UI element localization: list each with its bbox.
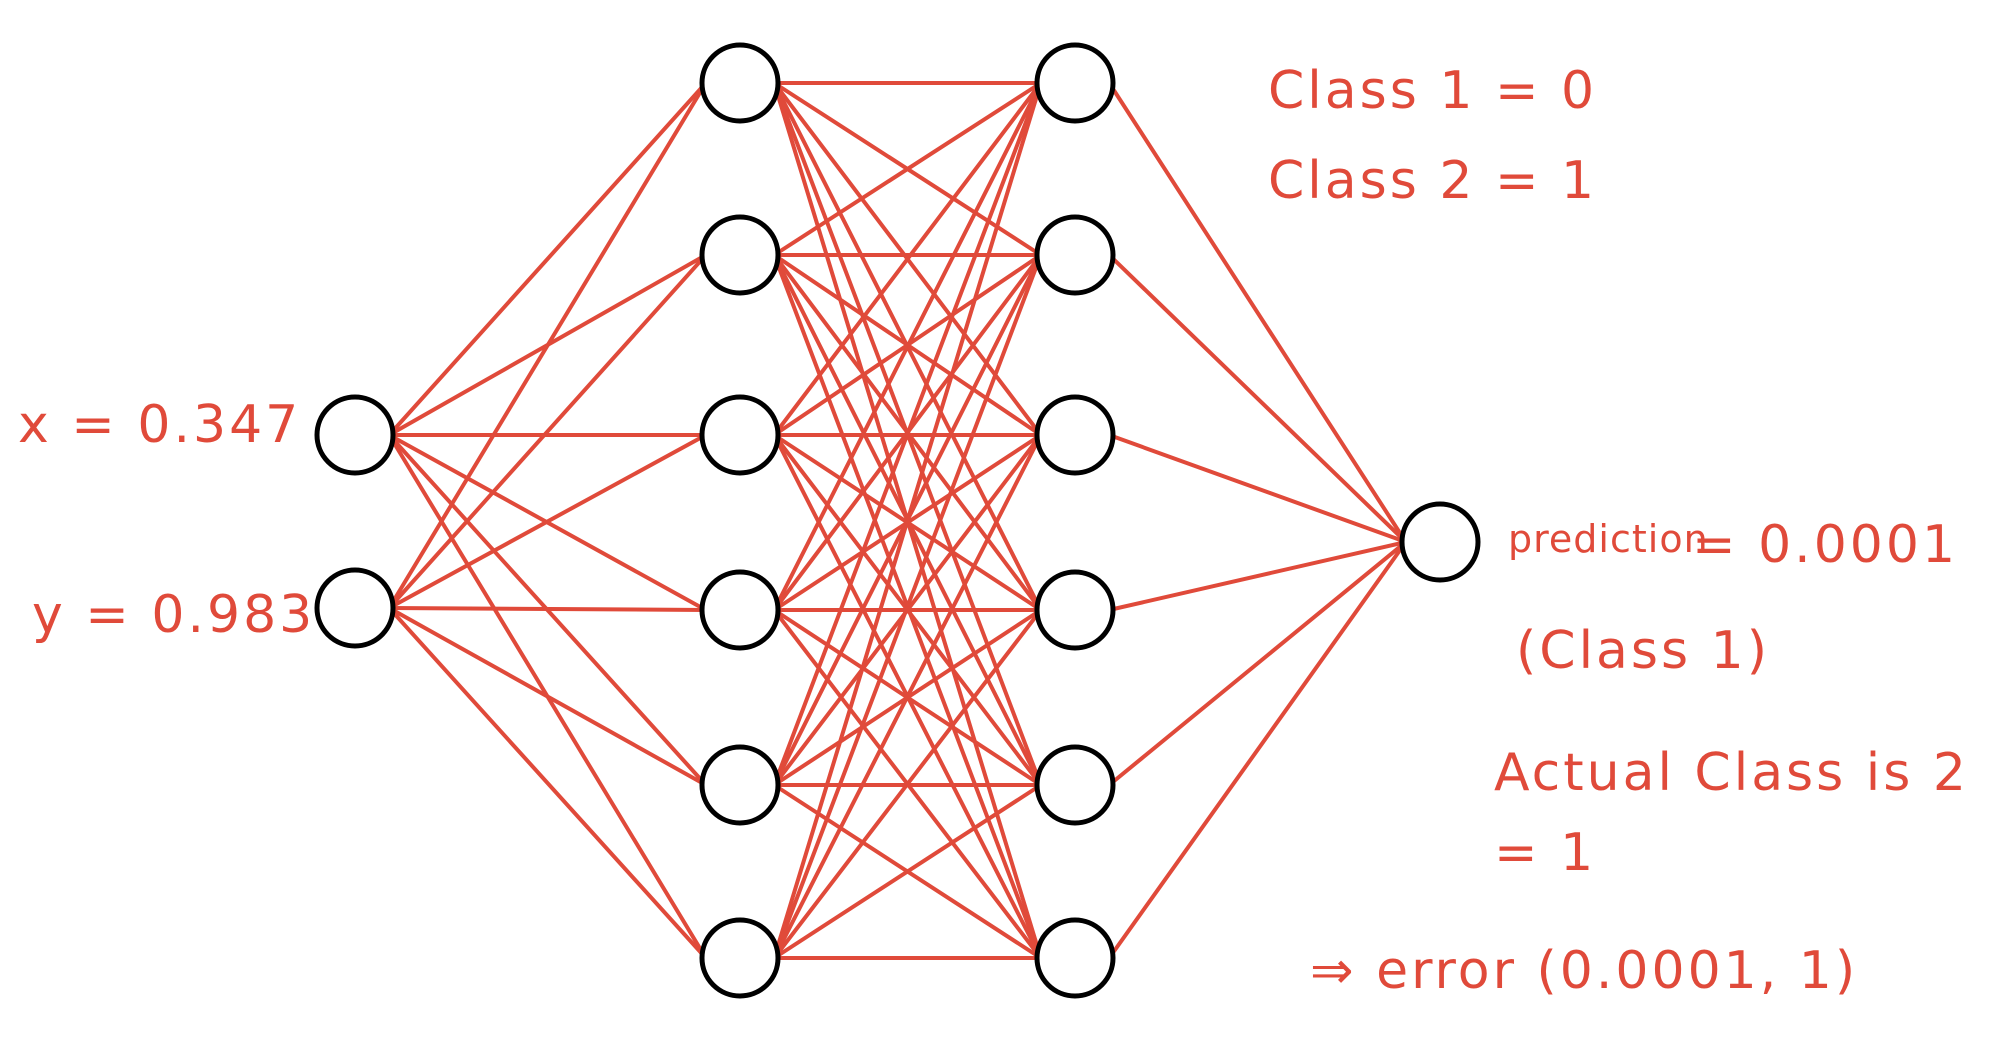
hidden-2-neuron-2 (1034, 214, 1116, 296)
connection-hidden-1-4-to-hidden-2-1 (772, 81, 1043, 612)
connection-hidden-1-3-to-hidden-2-1 (772, 81, 1043, 437)
connection-hidden-1-6-to-hidden-2-1 (772, 81, 1043, 960)
connection-input-2-to-hidden-1-1 (387, 81, 708, 610)
connection-input-2-to-hidden-1-2 (387, 253, 708, 610)
predicted-class-label: (Class 1) (1516, 621, 1770, 681)
input-neuron-1 (314, 394, 396, 476)
error-expression: ⇒ error (0.0001, 1) (1310, 941, 1858, 1001)
actual-class-line-1: Actual Class is 2 (1494, 743, 1969, 803)
connection-hidden-1-6-to-hidden-2-4 (772, 608, 1043, 960)
hidden-2-neuron-5 (1034, 744, 1116, 826)
connection-hidden-2-3-to-output-1 (1107, 433, 1408, 544)
hidden-1-neuron-4 (699, 569, 781, 651)
connection-hidden-1-2-to-hidden-2-1 (772, 81, 1043, 257)
connections-layer (387, 81, 1408, 960)
prediction-word: prediction (1508, 517, 1709, 561)
connection-hidden-2-4-to-output-1 (1107, 540, 1408, 612)
connection-input-2-to-hidden-1-3 (387, 433, 708, 610)
actual-class-line-2: = 1 (1494, 823, 1596, 883)
class-2-mapping: Class 2 = 1 (1268, 151, 1597, 211)
hidden-1-neuron-1 (699, 42, 781, 124)
input-x-label: x = 0.347 (18, 395, 301, 455)
connection-input-2-to-hidden-1-6 (387, 606, 708, 960)
hidden-2-neuron-3 (1034, 394, 1116, 476)
connection-hidden-2-2-to-output-1 (1107, 253, 1408, 544)
input-y-label: y = 0.983 (32, 585, 315, 645)
connection-input-2-to-hidden-1-4 (387, 606, 708, 612)
input-neuron-2 (314, 567, 396, 649)
connection-hidden-1-6-to-hidden-2-5 (772, 783, 1043, 960)
class-1-mapping: Class 1 = 0 (1268, 61, 1597, 121)
connection-input-2-to-hidden-1-5 (387, 606, 708, 787)
hidden-1-neuron-2 (699, 214, 781, 296)
prediction-value: = 0.0001 (1692, 515, 1958, 575)
connection-hidden-1-6-to-hidden-2-2 (772, 253, 1043, 960)
hidden-1-neuron-3 (699, 394, 781, 476)
hidden-2-neuron-6 (1034, 917, 1116, 999)
hidden-2-neuron-1 (1034, 42, 1116, 124)
hidden-1-neuron-5 (699, 744, 781, 826)
connection-hidden-2-5-to-output-1 (1107, 540, 1408, 787)
hidden-2-neuron-4 (1034, 569, 1116, 651)
output-neuron-1 (1399, 501, 1481, 583)
connection-hidden-2-6-to-output-1 (1107, 540, 1408, 960)
connection-input-1-to-hidden-1-1 (387, 81, 708, 437)
neurons-layer (314, 42, 1481, 999)
connection-hidden-2-1-to-output-1 (1107, 81, 1408, 544)
connection-hidden-1-6-to-hidden-2-3 (772, 433, 1043, 960)
hidden-1-neuron-6 (699, 917, 781, 999)
connection-hidden-1-5-to-hidden-2-1 (772, 81, 1043, 787)
